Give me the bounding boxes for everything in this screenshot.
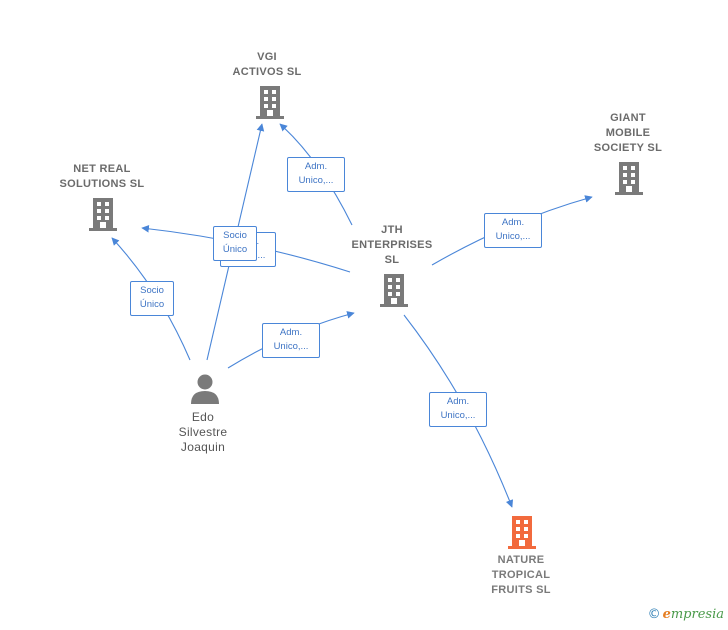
nature-label[interactable]: NATURE TROPICAL FRUITS SL <box>491 554 551 596</box>
copyright-symbol: © <box>647 607 661 622</box>
giant-label[interactable]: GIANT MOBILE SOCIETY SL <box>593 112 663 154</box>
net-real-label[interactable]: NET REAL SOLUTIONS SL <box>59 163 145 190</box>
edge-label-edo-net[interactable]: Socio Único <box>130 281 174 316</box>
vgi-label[interactable]: VGI ACTIVOS SL <box>232 51 302 78</box>
edo-label[interactable]: Edo Silvestre Joaquin <box>178 410 228 454</box>
net-real-building-icon[interactable] <box>89 198 117 231</box>
nature-building-icon[interactable] <box>508 516 536 549</box>
empresia-logo: ©empresia <box>648 607 724 622</box>
edge-label-edo-jth[interactable]: Adm. Unico,... <box>262 323 320 358</box>
edge-label-edo-vgi[interactable]: Socio Único <box>213 226 257 261</box>
jth-label[interactable]: JTH ENTERPRISES SL <box>351 224 433 266</box>
giant-building-icon[interactable] <box>615 162 643 195</box>
person-icon[interactable] <box>191 374 219 405</box>
vgi-building-icon[interactable] <box>256 86 284 119</box>
brand-first-letter: e <box>662 607 671 622</box>
edge-label-jth-nature[interactable]: Adm. Unico,... <box>429 392 487 427</box>
brand-rest: mpresia <box>670 607 724 622</box>
edge-label-jth-giant[interactable]: Adm. Unico,... <box>484 213 542 248</box>
edge-label-jth-vgi[interactable]: Adm. Unico,... <box>287 157 345 192</box>
jth-building-icon[interactable] <box>380 274 408 307</box>
